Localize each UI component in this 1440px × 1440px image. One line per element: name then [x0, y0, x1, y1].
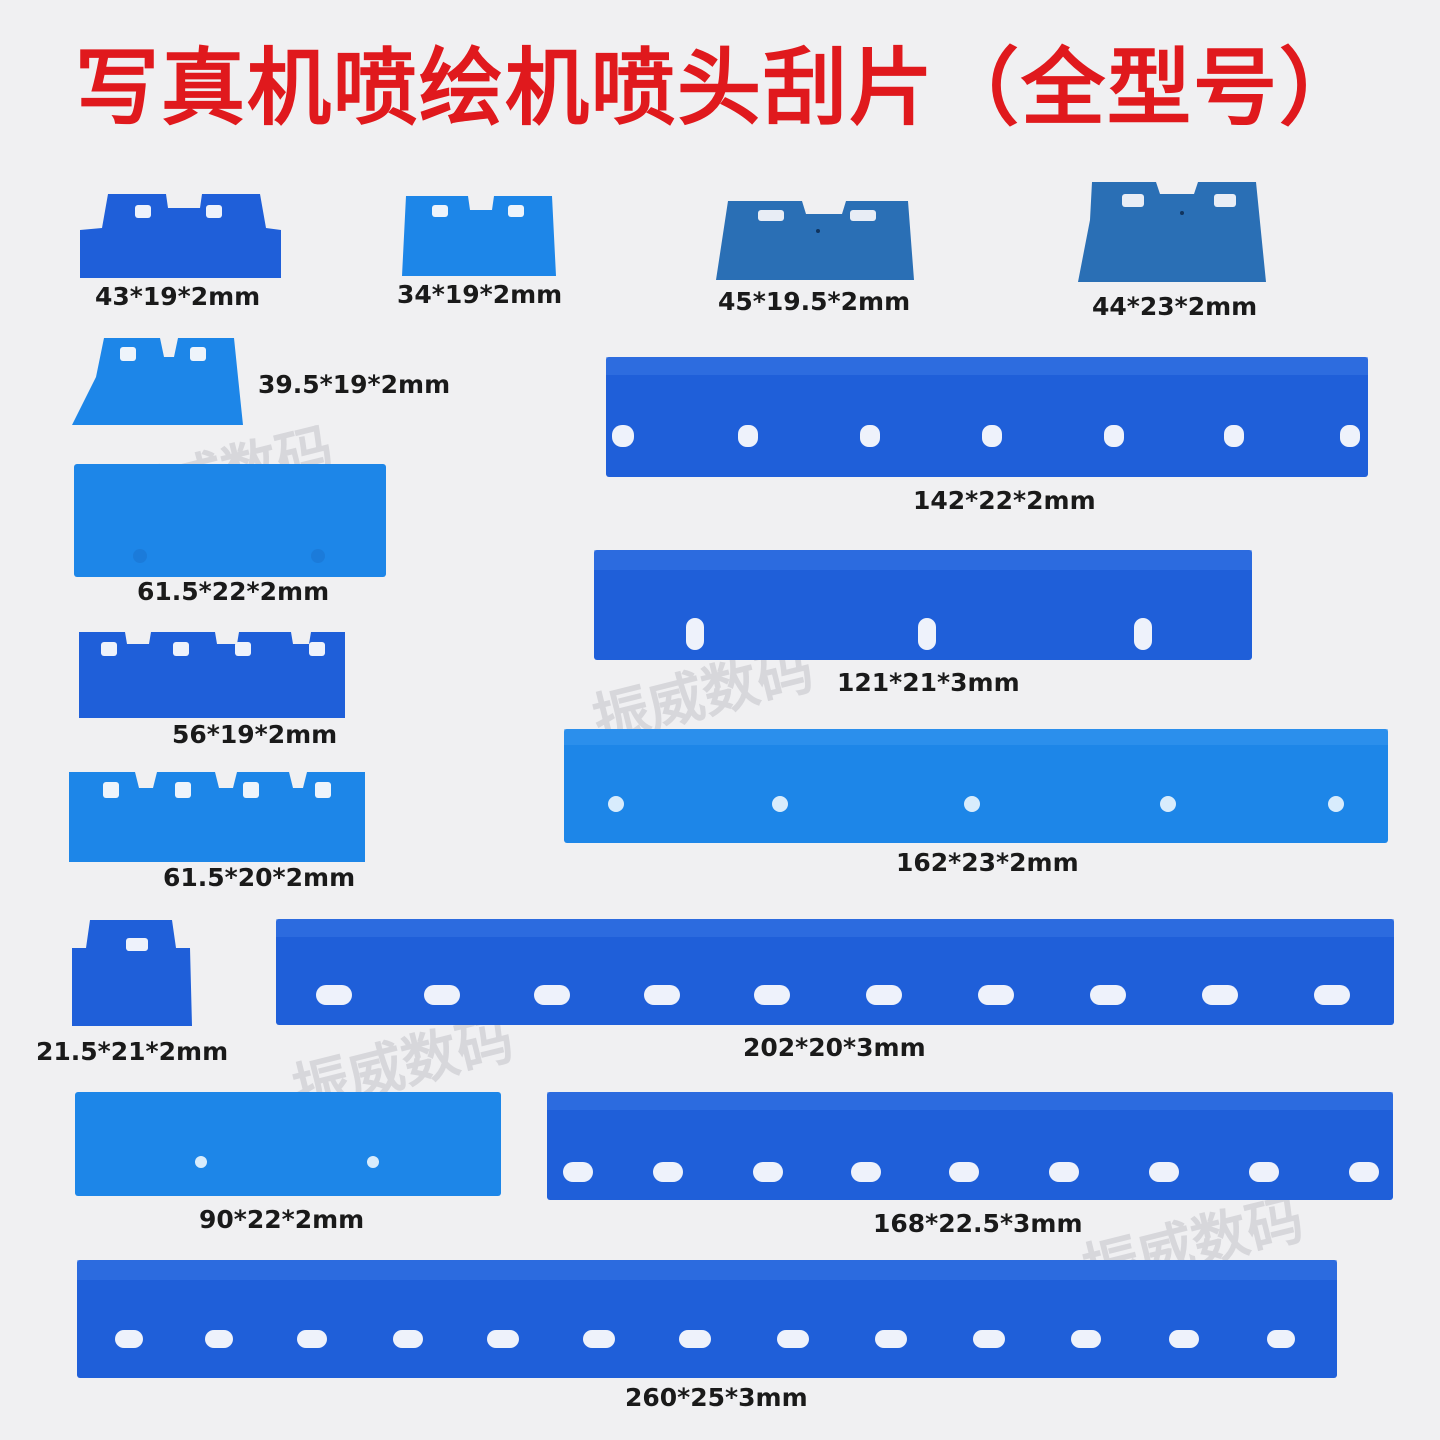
- label-34x19: 34*19*2mm: [397, 280, 563, 309]
- label-260x25: 260*25*3mm: [625, 1383, 808, 1412]
- label-202x20: 202*20*3mm: [743, 1033, 926, 1062]
- blade-image: [1078, 182, 1266, 282]
- blade-56x19: [77, 628, 347, 720]
- blade-image: [72, 920, 192, 1026]
- label-142x22: 142*22*2mm: [913, 486, 1096, 515]
- blade-image: [79, 632, 345, 718]
- blade-202x20: [274, 917, 1396, 1027]
- blade-44x23: [1076, 180, 1268, 284]
- blade-43x19: [78, 190, 283, 280]
- blade-image: [69, 772, 365, 862]
- label-44x23: 44*23*2mm: [1092, 292, 1258, 321]
- blade-image: [75, 1092, 501, 1196]
- label-168x22.5: 168*22.5*3mm: [873, 1209, 1083, 1238]
- label-61.5x22: 61.5*22*2mm: [137, 577, 330, 606]
- blade-image: [564, 729, 1388, 843]
- blade-image: [716, 201, 914, 280]
- blade-image: [72, 338, 243, 425]
- label-43x19: 43*19*2mm: [95, 282, 261, 311]
- label-162x23: 162*23*2mm: [896, 848, 1079, 877]
- blade-image: [276, 919, 1394, 1025]
- label-56x19: 56*19*2mm: [172, 720, 338, 749]
- blade-142x22: [604, 355, 1370, 479]
- blade-39.5x19: [70, 335, 245, 427]
- blade-61.5x22: [72, 462, 388, 579]
- label-21.5x21: 21.5*21*2mm: [36, 1037, 229, 1066]
- blade-image: [80, 194, 281, 278]
- label-121x21: 121*21*3mm: [837, 668, 1020, 697]
- blade-image: [74, 464, 386, 577]
- blade-image: [402, 196, 556, 276]
- blade-260x25: [75, 1258, 1339, 1380]
- label-61.5x20: 61.5*20*2mm: [163, 863, 356, 892]
- blade-168x22.5: [545, 1090, 1395, 1202]
- label-45x19.5: 45*19.5*2mm: [718, 287, 911, 316]
- label-39.5x19: 39.5*19*2mm: [258, 370, 451, 399]
- blade-90x22: [73, 1090, 503, 1198]
- blade-image: [547, 1092, 1393, 1200]
- blade-162x23: [562, 727, 1390, 845]
- blade-34x19: [400, 192, 558, 278]
- blade-61.5x20: [67, 768, 367, 864]
- blade-21.5x21: [70, 918, 194, 1028]
- blade-image: [77, 1260, 1337, 1378]
- blade-image: [594, 550, 1252, 660]
- label-90x22: 90*22*2mm: [199, 1205, 365, 1234]
- blade-image: [606, 357, 1368, 477]
- blade-45x19.5: [714, 198, 916, 282]
- page-title: 写真机喷绘机喷头刮片（全型号）: [74, 39, 1365, 137]
- blade-121x21: [592, 548, 1254, 662]
